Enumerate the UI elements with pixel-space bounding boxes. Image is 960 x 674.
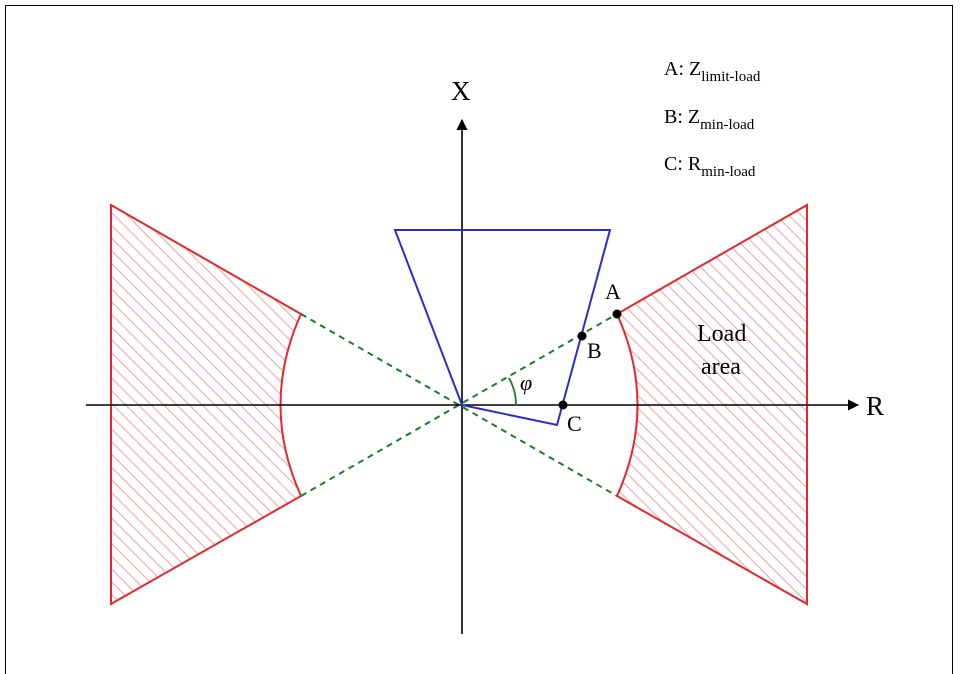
tool-polygon — [393, 229, 612, 427]
upper-dashed-line — [300, 313, 618, 497]
legend-item-c: C: Rmin-load — [664, 153, 756, 180]
point-c-marker — [558, 400, 568, 410]
point-c-label: C — [567, 411, 582, 436]
legend-item-a-sub: limit-load — [701, 69, 761, 85]
legend-item-a: A: Zlimit-load — [664, 58, 761, 85]
r-axis-label: R — [866, 391, 884, 421]
load-area-label-line2: area — [701, 354, 741, 380]
legend-item-b: B: Zmin-load — [664, 106, 755, 133]
point-a-label: A — [605, 279, 621, 304]
figure-frame — [5, 5, 953, 674]
angle-label: φ — [520, 370, 532, 395]
angle-arc — [508, 377, 517, 406]
point-b-label: B — [587, 338, 602, 363]
point-b-marker — [577, 331, 587, 341]
x-axis-label: X — [451, 76, 471, 106]
legend-item-b-sub: min-load — [700, 117, 755, 133]
load-area-label-line1: Load — [697, 321, 746, 347]
lower-dashed-line — [300, 313, 618, 497]
legend-item-c-sub: min-load — [701, 164, 756, 180]
legend-item-b-prefix: B: Z — [664, 106, 700, 128]
point-a-marker — [612, 309, 622, 319]
legend-item-c-prefix: C: R — [664, 153, 702, 175]
legend-item-a-prefix: A: Z — [664, 58, 701, 80]
